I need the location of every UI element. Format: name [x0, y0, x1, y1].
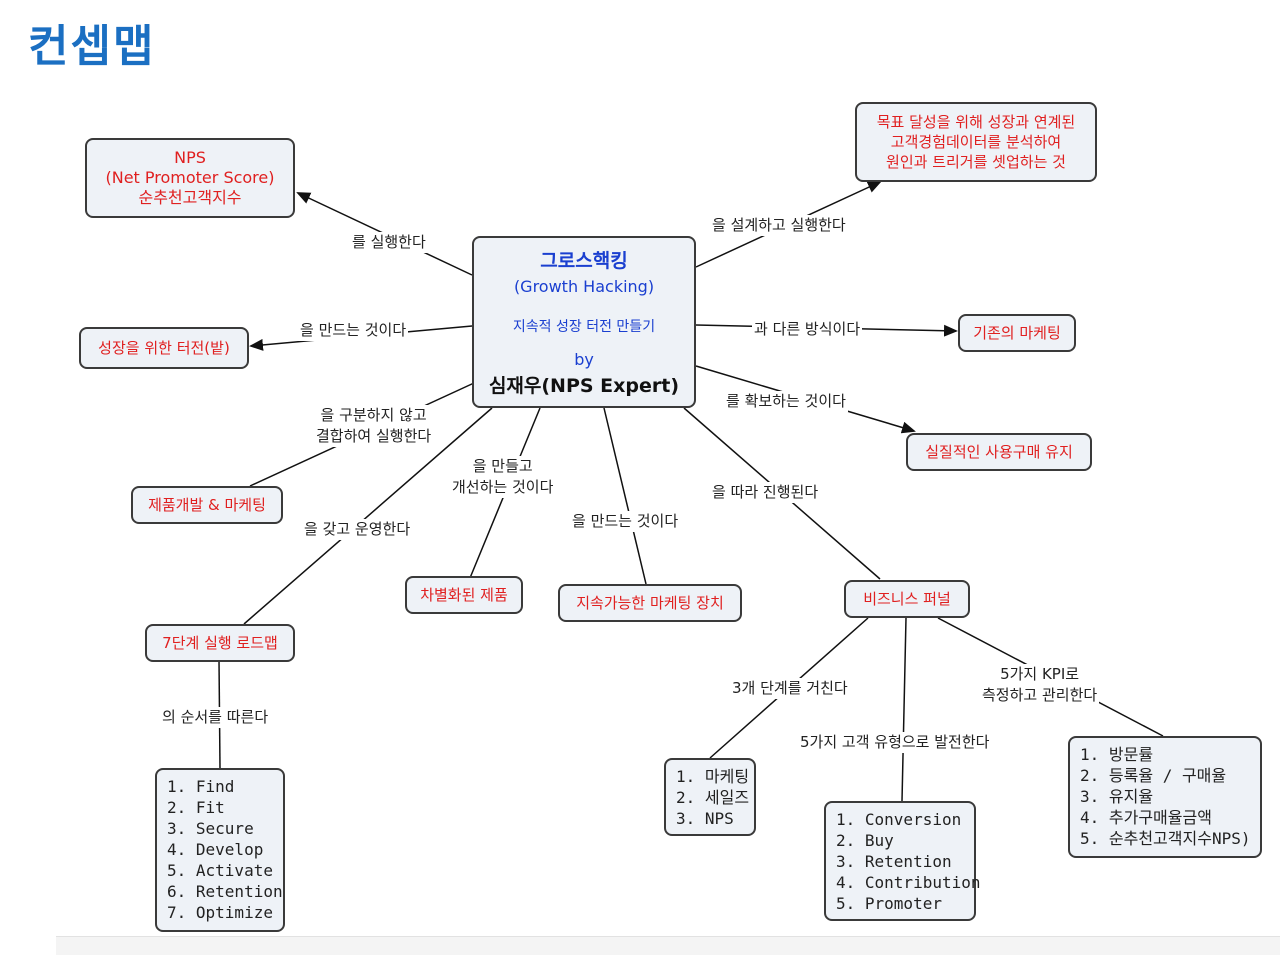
list-item: 1. Conversion	[836, 810, 962, 829]
list-item: 3. Retention	[836, 852, 952, 871]
node-funnel-label: 비즈니스 퍼널	[863, 590, 951, 608]
list-item: 4. 추가구매율금액	[1080, 808, 1212, 827]
link-label-existing-marketing: 과 다른 방식이다	[752, 319, 863, 340]
list-funnel-stages[interactable]: 1. 마케팅 2. 세일즈 3. NPS	[664, 758, 756, 836]
node-product-marketing[interactable]: 제품개발 & 마케팅	[131, 486, 283, 524]
node-real-usage-label: 실질적인 사용구매 유지	[925, 443, 1073, 461]
list-item: 5. 순추천고객지수NPS)	[1080, 829, 1251, 848]
list-item: 2. 세일즈	[676, 788, 750, 807]
center-description: 지속적 성장 터전 만들기	[512, 319, 656, 335]
link-label-differentiated: 을 만들고 개선하는 것이다	[450, 456, 556, 498]
node-roadmap[interactable]: 7단계 실행 로드맵	[145, 624, 295, 662]
link-label-funnel-types: 5가지 고객 유형으로 발전한다	[798, 732, 992, 753]
link-label-nps: 를 실행한다	[350, 232, 428, 253]
list-item: 3. NPS	[676, 809, 734, 828]
center-author: 심재우(NPS Expert)	[488, 375, 680, 397]
link-label-growth-base: 을 만드는 것이다	[298, 320, 409, 341]
node-differentiated[interactable]: 차별화된 제품	[405, 576, 523, 614]
node-existing-marketing[interactable]: 기존의 마케팅	[958, 314, 1076, 352]
node-goal[interactable]: 목표 달성을 위해 성장과 연계된 고객경험데이터를 분석하여 원인과 트리거를…	[855, 102, 1097, 182]
center-title: 그로스핵킹	[540, 250, 628, 272]
link-sustainable	[603, 407, 647, 585]
node-growth-base[interactable]: 성장을 위한 터전(밭)	[79, 327, 249, 369]
page-footer-bar	[56, 936, 1280, 955]
node-goal-label: 목표 달성을 위해 성장과 연계된 고객경험데이터를 분석하여 원인과 트리거를…	[876, 113, 1076, 171]
link-roadmap	[243, 407, 493, 625]
node-roadmap-label: 7단계 실행 로드맵	[162, 634, 278, 652]
list-kpis[interactable]: 1. 방문률 2. 등록율 / 구매율 3. 유지율 4. 추가구매율금액 5. 순추천…	[1068, 736, 1262, 858]
list-item: 6. Retention	[167, 882, 283, 901]
link-funnel-types	[901, 617, 907, 802]
link-label-goal: 을 설계하고 실행한다	[710, 215, 848, 236]
list-item: 3. 유지율	[1080, 787, 1154, 806]
node-nps[interactable]: NPS (Net Promoter Score) 순추천고객지수	[85, 138, 295, 218]
link-label-real-usage: 를 확보하는 것이다	[724, 391, 848, 412]
link-label-funnel: 을 따라 진행된다	[710, 482, 821, 503]
link-label-roadmap: 을 갖고 운영한다	[302, 519, 413, 540]
list-roadmap-steps[interactable]: 1. Find 2. Fit 3. Secure 4. Develop 5. Activ…	[155, 768, 285, 932]
link-label-product-marketing: 을 구분하지 않고 결합하여 실행한다	[314, 405, 434, 447]
node-real-usage[interactable]: 실질적인 사용구매 유지	[906, 433, 1092, 471]
center-by: by	[574, 350, 594, 369]
list-item: 4. Contribution	[836, 873, 981, 892]
list-item: 1. Find	[167, 777, 235, 796]
node-growth-base-label: 성장을 위한 터전(밭)	[98, 339, 230, 357]
center-node[interactable]: 그로스핵킹 (Growth Hacking) 지속적 성장 터전 만들기 by …	[472, 236, 696, 408]
list-item: 1. 마케팅	[676, 767, 750, 786]
link-label-funnel-kpi: 5가지 KPI로 측정하고 관리한다	[980, 664, 1100, 706]
list-item: 2. 등록율 / 구매율	[1080, 766, 1227, 785]
list-item: 2. Buy	[836, 831, 894, 850]
link-label-sustainable: 을 만드는 것이다	[570, 511, 681, 532]
list-item: 2. Fit	[167, 798, 225, 817]
list-item: 5. Promoter	[836, 894, 942, 913]
page-title: 컨셉맵	[28, 21, 156, 72]
node-product-marketing-label: 제품개발 & 마케팅	[148, 496, 266, 514]
node-existing-marketing-label: 기존의 마케팅	[973, 324, 1061, 342]
node-funnel[interactable]: 비즈니스 퍼널	[844, 580, 970, 618]
node-sustainable-label: 지속가능한 마케팅 장치	[576, 594, 724, 612]
link-label-funnel-stages: 3개 단계를 거친다	[730, 678, 850, 699]
list-item: 7. Optimize	[167, 903, 273, 922]
link-label-roadmap-steps: 의 순서를 따른다	[160, 707, 271, 728]
list-item: 1. 방문률	[1080, 745, 1154, 764]
node-nps-label: NPS (Net Promoter Score) 순추천고객지수	[105, 148, 275, 207]
node-differentiated-label: 차별화된 제품	[420, 586, 508, 604]
center-subtitle: (Growth Hacking)	[513, 277, 655, 296]
node-sustainable[interactable]: 지속가능한 마케팅 장치	[558, 584, 742, 622]
list-item: 4. Develop	[167, 840, 264, 859]
list-item: 5. Activate	[167, 861, 273, 880]
list-item: 3. Secure	[167, 819, 254, 838]
list-customer-types[interactable]: 1. Conversion 2. Buy 3. Retention 4. Contri…	[824, 801, 981, 921]
